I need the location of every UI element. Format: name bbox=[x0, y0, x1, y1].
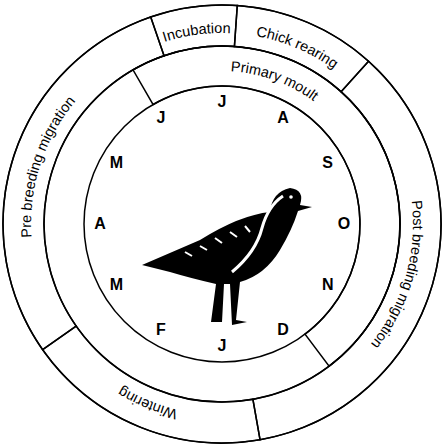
band-sector bbox=[43, 326, 260, 443]
month-letter: M bbox=[110, 155, 123, 171]
month-letter: A bbox=[94, 216, 106, 232]
month-letter: S bbox=[322, 155, 333, 171]
month-letter: A bbox=[277, 110, 289, 126]
middle-ring bbox=[44, 46, 400, 402]
bird-silhouette bbox=[142, 188, 312, 325]
plover-illustration bbox=[142, 188, 312, 325]
bird-spots bbox=[185, 226, 250, 256]
band-sector bbox=[133, 46, 400, 366]
band-label: Wintering bbox=[115, 384, 179, 423]
inner-ring bbox=[84, 86, 360, 362]
band-label: Chick rearing bbox=[255, 23, 341, 71]
band-label: Primary moult bbox=[230, 58, 321, 104]
outer-ring bbox=[3, 5, 441, 443]
month-letter: J bbox=[218, 94, 227, 110]
month-letter: J bbox=[157, 110, 166, 126]
month-letter: D bbox=[277, 322, 289, 338]
band-sector bbox=[234, 6, 368, 92]
band-label: Pre breeding migration bbox=[18, 93, 78, 238]
band-label: Post breeding migration bbox=[368, 199, 426, 352]
month-letter: O bbox=[338, 216, 350, 232]
month-letter: N bbox=[322, 277, 334, 293]
band-sector bbox=[151, 5, 238, 56]
month-letter: M bbox=[110, 277, 123, 293]
month-letter: F bbox=[156, 322, 166, 338]
band-sector bbox=[3, 17, 164, 350]
month-letter: J bbox=[218, 338, 227, 354]
band-label: Incubation bbox=[161, 20, 231, 45]
bird-eye bbox=[289, 195, 293, 199]
band-sector bbox=[253, 61, 441, 439]
bird-stripe bbox=[232, 196, 283, 272]
